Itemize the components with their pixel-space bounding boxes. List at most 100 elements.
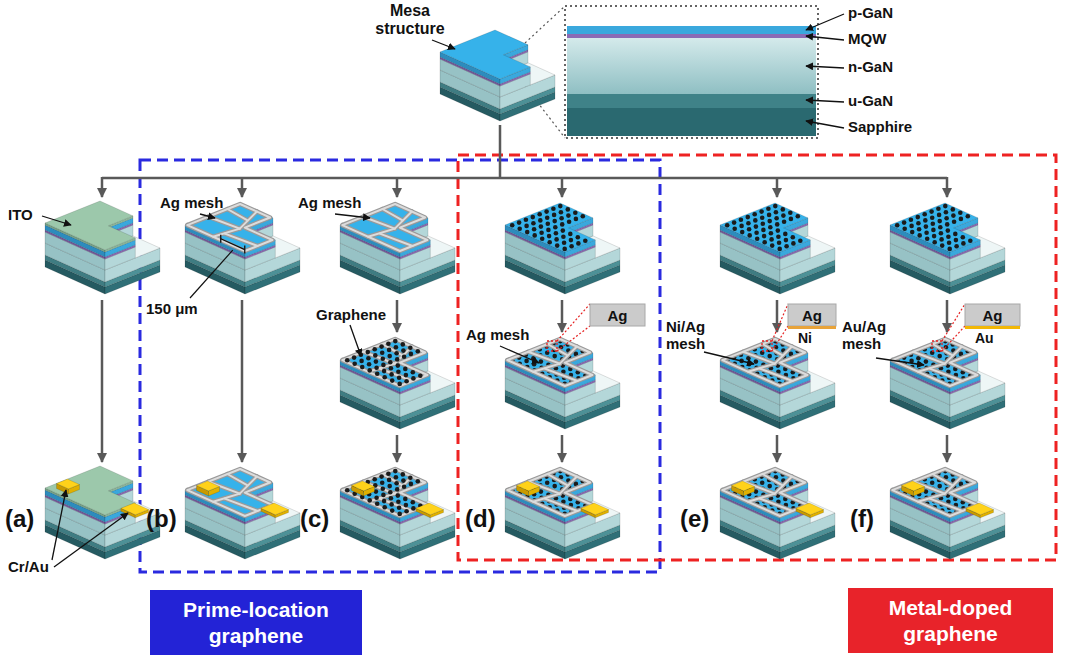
graphene-dot <box>762 240 767 245</box>
graphene-dot <box>917 227 922 232</box>
graphene-dot <box>576 241 581 246</box>
graphene-dot <box>762 234 767 239</box>
graphene-dot <box>379 344 384 349</box>
flow-arrow <box>561 300 564 332</box>
graphene-dot <box>396 499 401 504</box>
graphene-dot <box>404 373 409 378</box>
graphene-dot <box>389 502 394 507</box>
graphene-dot <box>760 215 765 220</box>
graphene-dot <box>552 484 557 489</box>
graphene-dot <box>754 224 759 229</box>
flow-arrow <box>396 435 399 462</box>
contact-pad <box>796 503 824 515</box>
graphene-dot <box>968 238 973 243</box>
graphene-dot <box>561 228 566 233</box>
ag-mesh <box>533 364 560 372</box>
graphene-dot <box>944 216 949 221</box>
graphene-dot <box>789 217 794 222</box>
ag-mesh <box>743 352 775 364</box>
ag-mesh <box>892 469 977 516</box>
ag-mesh <box>548 474 568 485</box>
ag-mesh <box>342 339 427 386</box>
ag-mesh <box>208 217 240 229</box>
figure-label: Mesa structure <box>368 2 452 39</box>
graphene-dot <box>791 241 796 246</box>
graphene-dot <box>418 373 423 378</box>
graphene-dot <box>767 213 772 218</box>
zoom-line <box>772 304 788 341</box>
graphene-dot <box>416 479 421 484</box>
ag-mesh <box>380 499 413 511</box>
zoom-marker <box>547 341 557 351</box>
mesa-top <box>440 30 530 79</box>
group-label-box: Metal-doped graphene <box>848 588 1053 653</box>
layer-label: n-GaN <box>848 58 893 75</box>
ag-mesh <box>913 352 945 364</box>
graphene-dot <box>569 244 574 249</box>
graphene-dot <box>782 219 787 224</box>
layer-label: Au <box>975 330 994 346</box>
graphene-dot <box>767 484 772 489</box>
zoom-line <box>942 304 965 341</box>
ag-mesh <box>507 339 592 386</box>
graphene-dot <box>930 480 935 485</box>
mesa-top <box>505 203 595 252</box>
graphene-dot <box>768 225 773 230</box>
graphene-dot <box>759 209 764 214</box>
ag-mesh <box>763 474 783 485</box>
graphene-dot <box>784 238 789 243</box>
graphene-dot <box>932 240 937 245</box>
inset-border <box>565 6 818 138</box>
graphene-dot <box>380 480 385 485</box>
graphene-dot <box>403 367 408 372</box>
dimension-tick <box>244 246 245 254</box>
contact-pad <box>352 481 375 491</box>
graphene-dot <box>924 224 929 229</box>
leader-line <box>806 14 844 30</box>
dimension-tick <box>220 235 221 243</box>
graphene-dot <box>740 230 745 235</box>
panel-label: (b) <box>146 505 177 533</box>
graphene-dot <box>910 230 915 235</box>
panel-label: (e) <box>680 505 709 533</box>
ag-mesh <box>528 352 560 364</box>
graphene-dot <box>940 243 945 248</box>
leader-line <box>876 358 924 365</box>
graphene-dot <box>555 243 560 248</box>
graphene-dot <box>562 247 567 252</box>
panel-label: (d) <box>465 505 496 533</box>
graphene-dot <box>568 232 573 237</box>
graphene-dot <box>576 235 581 240</box>
part-label: Ag mesh <box>298 194 361 211</box>
leader-line <box>200 214 215 218</box>
ag-mesh <box>548 474 568 485</box>
part-label: Graphene <box>316 306 386 323</box>
graphene-dot <box>373 353 378 358</box>
graphene-dot <box>411 500 416 505</box>
n-gan-layer <box>567 38 816 94</box>
graphene-dot <box>411 370 416 375</box>
part-label: ITO <box>8 206 33 223</box>
leader-line <box>806 36 844 40</box>
graphene-dot <box>943 204 948 209</box>
graphene-dot <box>939 237 944 242</box>
led-block <box>890 338 1005 429</box>
led-block <box>720 338 835 429</box>
graphene-dot <box>930 215 935 220</box>
ag-mesh <box>760 499 793 511</box>
graphene-dot <box>539 230 544 235</box>
group-outline <box>458 155 1056 560</box>
graphene-dot <box>559 210 564 215</box>
graphene-dot <box>931 228 936 233</box>
graphene-dot <box>776 234 781 239</box>
cross-section-inset <box>525 6 818 138</box>
p-gan-layer <box>567 26 816 34</box>
graphene-dot <box>547 234 552 239</box>
graphene-dot <box>753 218 758 223</box>
ag-mesh <box>342 469 427 516</box>
graphene-dot <box>581 214 586 219</box>
led-block <box>505 338 620 429</box>
graphene-dot <box>352 361 357 366</box>
ag-mesh <box>187 469 272 516</box>
